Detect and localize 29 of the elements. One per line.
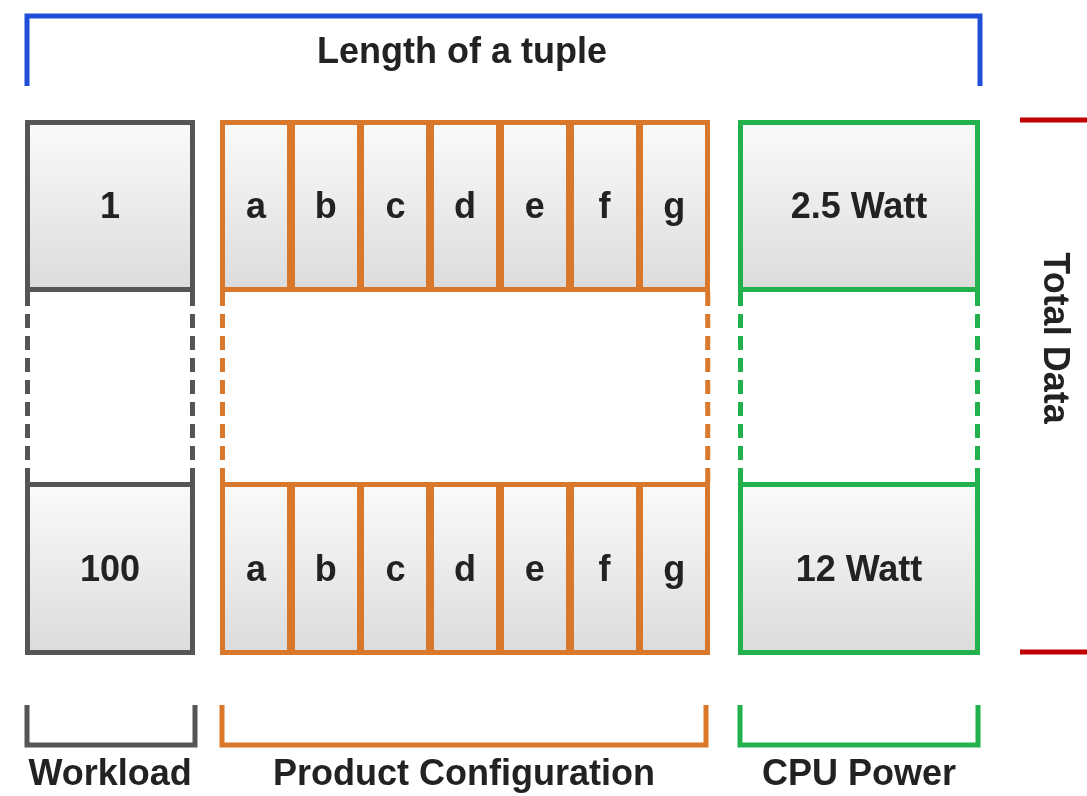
table-cell: g: [638, 482, 711, 655]
table-cell: 12 Watt: [738, 482, 980, 655]
dashed-line: [975, 292, 980, 482]
table-cell: d: [429, 120, 502, 292]
table-cell: 2.5 Watt: [738, 120, 980, 292]
table-cell: e: [498, 120, 571, 292]
table-cell: g: [638, 120, 711, 292]
table-cell: e: [498, 482, 571, 655]
table-cell: f: [568, 120, 641, 292]
group-label: Product Configuration: [273, 752, 655, 794]
table-cell: a: [220, 120, 292, 292]
dashed-line: [738, 292, 743, 482]
dashed-line: [705, 292, 711, 482]
table-cell: c: [359, 482, 432, 655]
table-cell: f: [568, 482, 641, 655]
dashed-line: [25, 292, 30, 482]
dimension-label: Total Data: [1034, 252, 1077, 424]
dimension-label: Length of a tuple: [317, 30, 607, 72]
group-label: CPU Power: [762, 752, 957, 794]
table-cell: 100: [25, 482, 195, 655]
table-cell: a: [220, 482, 292, 655]
dashed-line: [190, 292, 195, 482]
table-cell: 1: [25, 120, 195, 292]
table-cell: b: [289, 482, 362, 655]
dashed-line: [220, 292, 225, 482]
table-cell: b: [289, 120, 362, 292]
table-cell: d: [429, 482, 502, 655]
table-cell: c: [359, 120, 432, 292]
group-label: Workload: [28, 752, 192, 794]
